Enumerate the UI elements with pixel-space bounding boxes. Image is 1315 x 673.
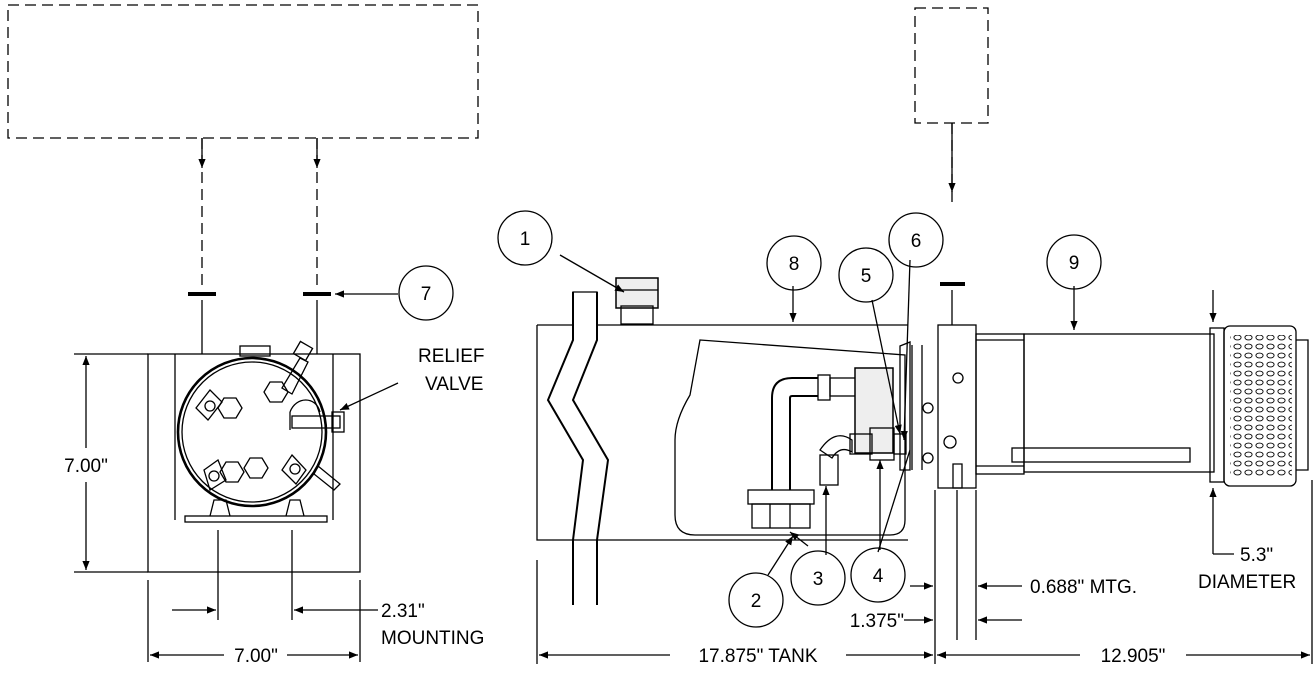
mtg-dimension-label: 0.688" MTG. [1030,577,1137,598]
side-view-dimensions [536,254,1313,664]
dashed-placeholder-left [7,4,479,139]
callout-9: 9 [1046,234,1102,290]
relief-label-line1: RELIEF [418,346,485,367]
svg-text:8: 8 [789,254,800,275]
motor-length-label: 12.905" [1101,646,1166,667]
svg-text:4: 4 [873,566,884,587]
callout-2: 2 [728,572,784,628]
svg-text:9: 9 [1069,253,1080,274]
svg-text:5: 5 [861,266,872,287]
diameter-dimension-label: DIAMETER [1198,572,1296,593]
offset-dimension-label: 1.375" [850,611,904,632]
callout-6: 6 [888,212,944,268]
mounting-dimension-value: 2.31" [381,601,425,622]
dashed-leader-lines [188,123,965,354]
callout-5: 5 [838,247,894,303]
diameter-dimension-value: 5.3" [1240,545,1273,566]
callout-3: 3 [790,550,846,606]
callout-1: 1 [497,210,553,266]
svg-text:2: 2 [751,591,762,612]
callout-8: 8 [766,235,822,291]
mounting-dimension-label: MOUNTING [381,628,484,649]
width-dimension-label: 7.00" [234,646,278,667]
end-view [147,340,361,573]
svg-text:1: 1 [520,229,531,250]
callout-7: 7 [398,265,454,321]
tank-length-label: 17.875" TANK [698,646,817,667]
svg-text:6: 6 [911,231,922,252]
side-view [536,277,1309,605]
svg-text:7: 7 [421,284,432,305]
height-dimension-label: 7.00" [64,456,108,477]
svg-text:3: 3 [813,569,824,590]
dashed-placeholder-right [914,7,989,124]
callout-4: 4 [850,547,906,603]
relief-label-line2: VALVE [425,374,483,395]
end-view-dimensions [74,290,399,662]
